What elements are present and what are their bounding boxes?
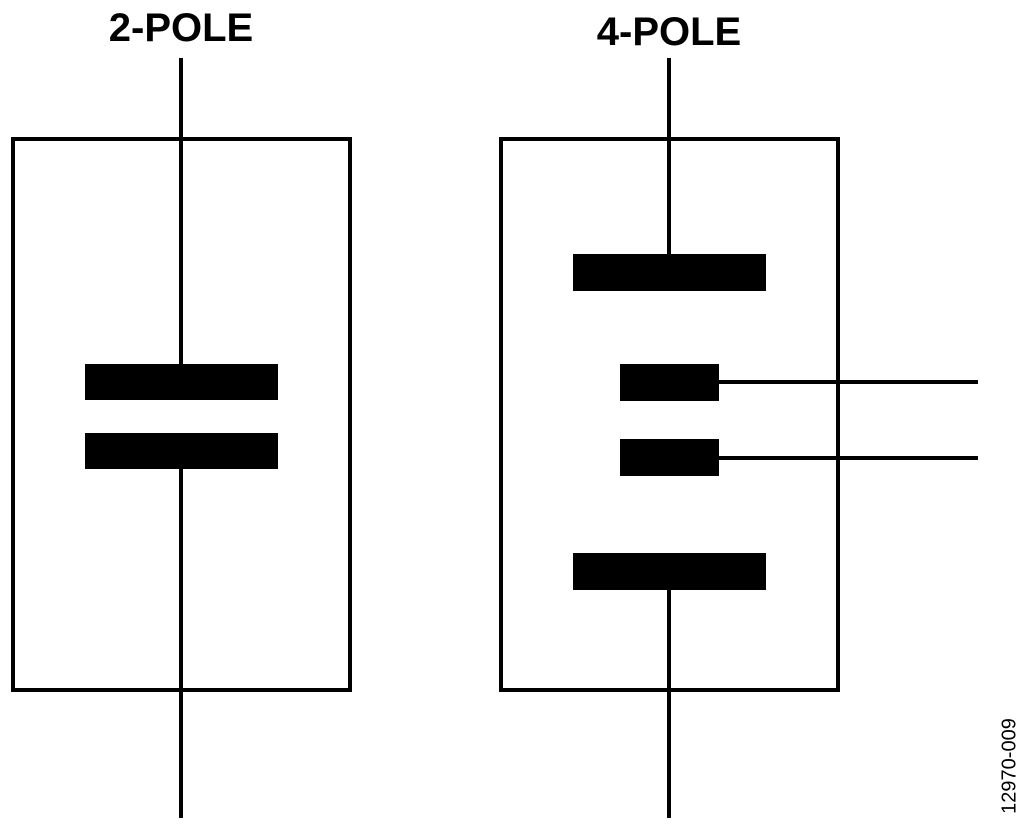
two-pole-lower-plate (85, 433, 278, 469)
two-pole-upper-plate (85, 364, 278, 400)
four-pole-upper-inner-plate (620, 364, 719, 401)
four-pole-lower-inner-plate (620, 439, 719, 476)
figure-id-label: 12970-009 (998, 718, 1021, 814)
four-pole-top-plate (573, 254, 766, 291)
four-pole-diagram (499, 58, 978, 818)
two-pole-title: 2-POLE (108, 6, 254, 50)
four-pole-bottom-plate (573, 553, 766, 590)
four-pole-title: 4-POLE (596, 10, 742, 54)
two-pole-diagram (11, 58, 352, 818)
